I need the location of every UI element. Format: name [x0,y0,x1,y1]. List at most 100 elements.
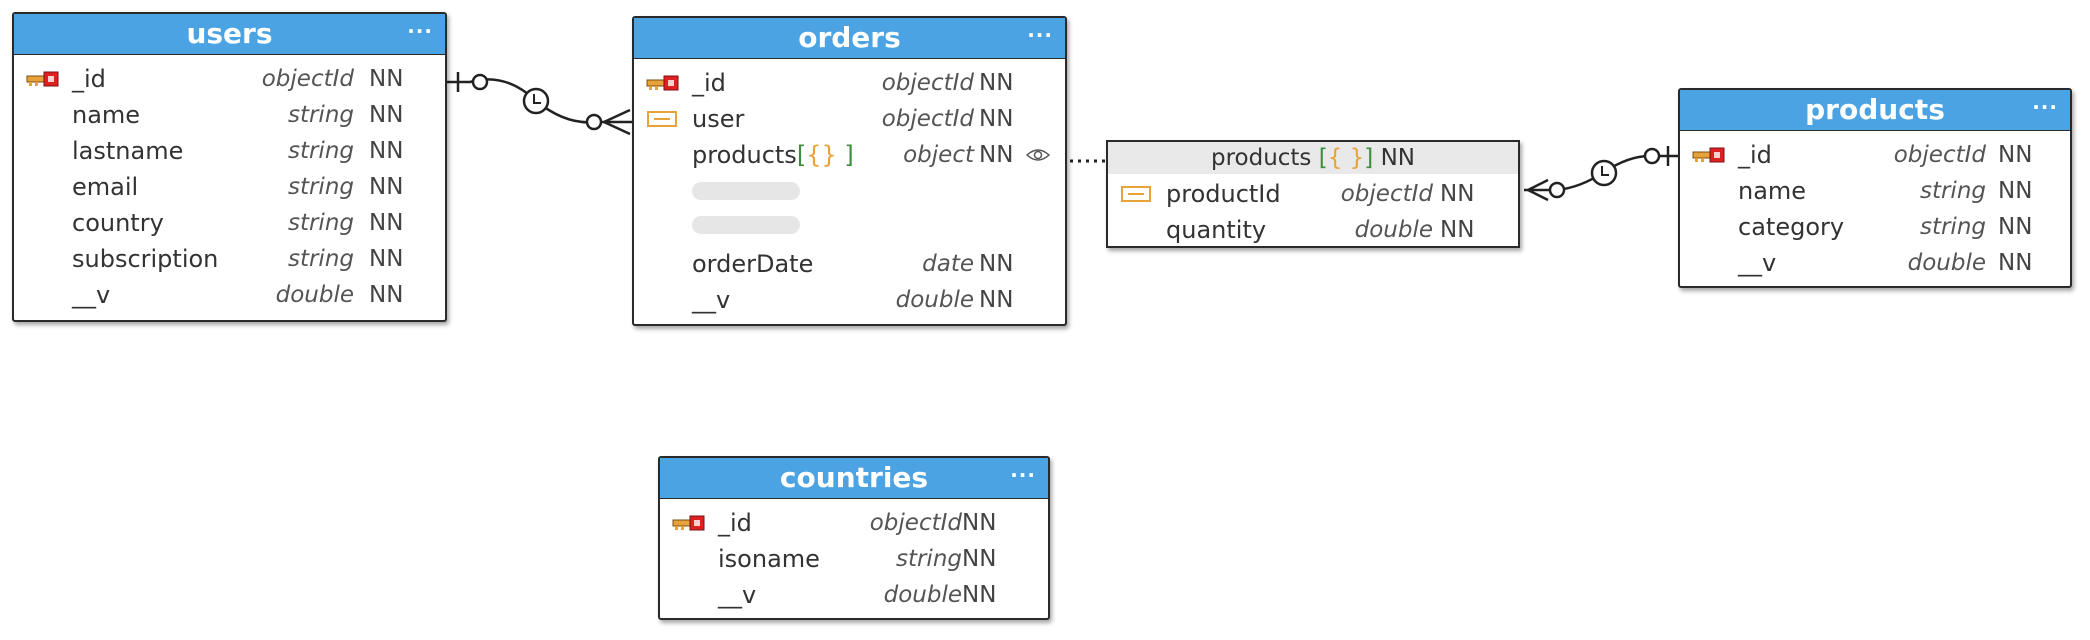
field-type: string [895,546,962,572]
field-name: email [72,173,139,201]
field-nn: NN [979,251,1014,277]
field-type: double [895,287,974,313]
foreign-key-icon [647,111,677,127]
field-name: __v [692,286,731,314]
field-type: string [287,174,354,200]
more-options-icon[interactable]: ··· [407,19,433,43]
field-name: user [692,105,745,133]
field-row[interactable]: email string NN [14,169,445,205]
field-row[interactable]: isoname string NN [660,541,1048,577]
primary-key-icon [672,515,705,531]
field-nn: NN [369,174,404,200]
field-name: isoname [718,545,820,573]
field-row[interactable]: _id objectId NN [634,65,1065,101]
field-type: string [1919,214,1986,240]
entity-title: countries [779,461,929,494]
relationship-users-orders[interactable] [446,72,632,136]
field-name: lastname [72,137,184,165]
field-type: string [1919,178,1986,204]
field-row[interactable]: name string NN [1680,173,2070,209]
field-type: objectId [1340,181,1433,207]
field-type: objectId [869,510,962,536]
entity-users[interactable]: users ··· _id objectId NN name string NN… [12,12,447,322]
field-row[interactable]: __v double NN [14,277,445,313]
array-brace-close: ] [836,141,854,169]
field-row[interactable]: productId objectId NN [1108,176,1518,212]
field-nn: NN [962,546,997,572]
collapsed-field-placeholder [692,216,800,234]
more-options-icon[interactable]: ··· [1027,23,1053,47]
array-brace-open: [ [796,141,807,169]
entity-products[interactable]: products ··· _id objectId NN name string… [1678,88,2072,288]
field-row[interactable]: orderDate date NN [634,246,1065,282]
field-nn: NN [1998,178,2033,204]
field-nn: NN [369,246,404,272]
field-row[interactable]: __v double NN [660,577,1048,613]
relationship-products-products[interactable] [1524,146,1678,202]
collapsed-field-placeholder [692,182,800,200]
field-row[interactable]: subscription string NN [14,241,445,277]
field-nn: NN [979,142,1014,168]
primary-key-icon [646,75,679,91]
entity-title: products [1805,93,1945,126]
primary-key-icon [26,71,59,87]
field-name: _id [72,65,106,93]
field-row[interactable]: _id objectId NN [660,505,1048,541]
entity-countries[interactable]: countries ··· _id objectId NN isoname st… [658,456,1050,620]
entity-header-countries[interactable]: countries ··· [660,458,1048,499]
field-row[interactable]: category string NN [1680,209,2070,245]
field-name: name [1738,177,1807,205]
field-type: objectId [261,66,354,92]
field-nn: NN [979,287,1014,313]
more-options-icon[interactable]: ··· [2032,95,2058,119]
field-row[interactable]: products[{} ] object NN [634,137,1065,173]
field-type: objectId [881,70,974,96]
eye-icon[interactable] [1026,147,1050,163]
entity-title: users [186,17,273,50]
subdocument-nn: NN [1380,145,1416,171]
field-name-text: products [692,141,797,169]
field-name: quantity [1166,216,1267,244]
more-options-icon[interactable]: ··· [1010,463,1036,487]
field-row[interactable]: _id objectId NN [14,61,445,97]
field-name: _id [1738,141,1772,169]
subdocument-products[interactable]: products [{ }] NN productId objectId NN … [1106,140,1520,248]
field-nn: NN [369,102,404,128]
array-brace-close: ] [1364,145,1374,171]
array-brace-open: [ [1318,145,1328,171]
field-row[interactable]: user objectId NN [634,101,1065,137]
field-nn: NN [1440,181,1475,207]
field-type: string [287,246,354,272]
entity-header-users[interactable]: users ··· [14,14,445,55]
entity-header-orders[interactable]: orders ··· [634,18,1065,59]
field-nn: NN [369,138,404,164]
field-name: productId [1166,180,1281,208]
field-nn: NN [962,510,997,536]
field-name: products[{} ] [692,137,854,173]
field-row[interactable]: country string NN [14,205,445,241]
field-type: string [287,138,354,164]
entity-orders[interactable]: orders ··· _id objectId NN user objectId… [632,16,1067,326]
field-row[interactable]: __v double NN [634,282,1065,318]
field-type: objectId [881,106,974,132]
field-row[interactable]: name string NN [14,97,445,133]
subdocument-header[interactable]: products [{ }] NN [1108,142,1518,174]
field-row[interactable]: lastname string NN [14,133,445,169]
field-type: date [922,251,974,277]
subdocument-title: products [1210,145,1312,171]
field-name: __v [1738,249,1777,277]
object-brace: { } [1327,145,1365,171]
field-type: object [903,142,974,168]
field-nn: NN [979,70,1014,96]
primary-key-icon [1692,147,1725,163]
field-nn: NN [979,106,1014,132]
entity-header-products[interactable]: products ··· [1680,90,2070,131]
field-nn: NN [369,66,404,92]
field-type: double [1907,250,1986,276]
field-row[interactable]: __v double NN [1680,245,2070,281]
field-type: objectId [1893,142,1986,168]
field-name: __v [718,581,757,609]
field-row[interactable]: _id objectId NN [1680,137,2070,173]
field-row[interactable]: quantity double NN [1108,212,1518,248]
